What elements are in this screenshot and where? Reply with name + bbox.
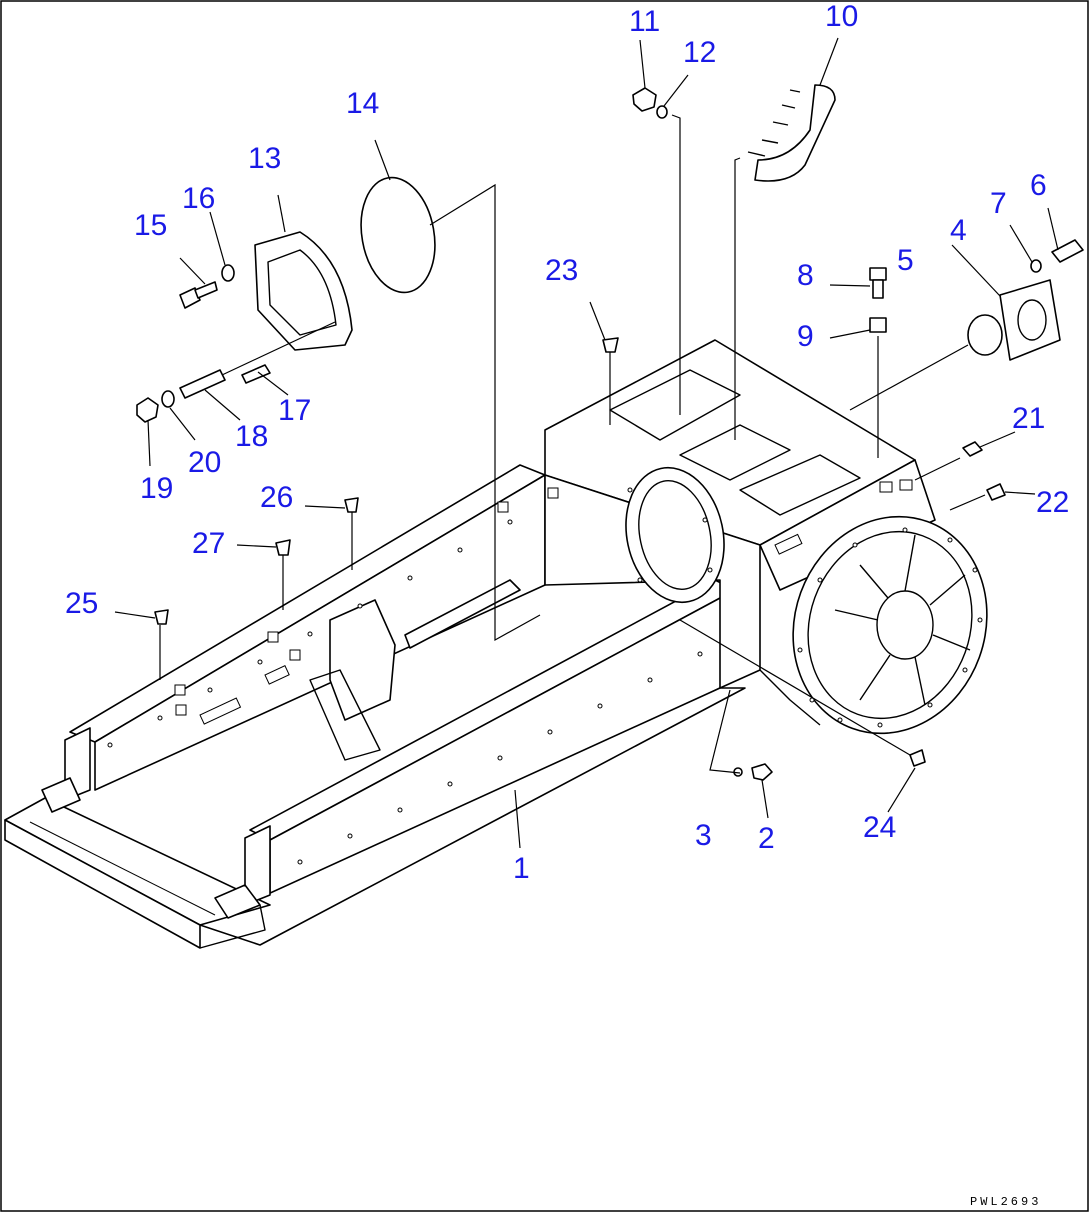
callout-labels: 1 2 3 4 5 6 7 8 9 10 11 12 13 14 15 16 1…: [65, 0, 1069, 885]
part-8-breather: [869, 267, 887, 299]
callout-23: 23: [545, 254, 578, 287]
part-9-plug: [869, 317, 887, 333]
callout-24: 24: [863, 811, 896, 844]
callout-10: 10: [825, 0, 858, 33]
part-14-gasket: [360, 176, 436, 294]
part-23-fitting: [602, 337, 619, 353]
part-4-cover: [999, 279, 1061, 361]
part-20-washer: [161, 390, 175, 408]
callout-19: 19: [140, 472, 173, 505]
callout-7: 7: [990, 187, 1007, 220]
callout-17: 17: [278, 394, 311, 427]
part-5-gasket: [967, 314, 1003, 356]
callout-5: 5: [897, 244, 914, 277]
part-6-bolt: [1051, 239, 1084, 263]
callout-14: 14: [346, 87, 379, 120]
part-26-fitting: [344, 497, 359, 513]
callout-20: 20: [188, 446, 221, 479]
part-19-nut: [136, 397, 159, 423]
part-2-fitting: [751, 763, 773, 781]
part-21-fitting: [962, 441, 983, 457]
callout-13: 13: [248, 142, 281, 175]
part-22-fitting: [986, 483, 1006, 501]
callout-16: 16: [182, 182, 215, 215]
callout-12: 12: [683, 36, 716, 69]
callout-25: 25: [65, 587, 98, 620]
part-12-washer: [656, 105, 668, 119]
part-11-nut: [632, 87, 657, 112]
leader-lines: [114, 37, 1059, 849]
part-16-washer: [221, 264, 235, 282]
callout-22: 22: [1036, 486, 1069, 519]
callout-18: 18: [235, 420, 268, 453]
callout-1: 1: [513, 852, 530, 885]
part-17-pin: [241, 364, 271, 384]
main-frame: [4, 339, 988, 949]
part-25-fitting: [154, 609, 169, 625]
drawing-code: PWL2693: [970, 1195, 1041, 1209]
callout-9: 9: [797, 320, 814, 353]
part-15-bolt: [179, 281, 218, 309]
part-7-washer: [1030, 259, 1042, 273]
callout-21: 21: [1012, 402, 1045, 435]
callout-11: 11: [629, 5, 660, 38]
callout-6: 6: [1030, 169, 1047, 202]
part-13-cover: [254, 231, 353, 351]
part-18-stud: [179, 369, 226, 399]
callout-26: 26: [260, 481, 293, 514]
callout-8: 8: [797, 259, 814, 292]
callout-3: 3: [695, 819, 712, 852]
callout-4: 4: [950, 214, 967, 247]
part-24-fitting: [909, 749, 926, 767]
callout-2: 2: [758, 822, 775, 855]
callout-27: 27: [192, 527, 225, 560]
part-27-fitting: [275, 539, 291, 556]
part-10-cover: [747, 84, 836, 182]
callout-15: 15: [134, 209, 167, 242]
